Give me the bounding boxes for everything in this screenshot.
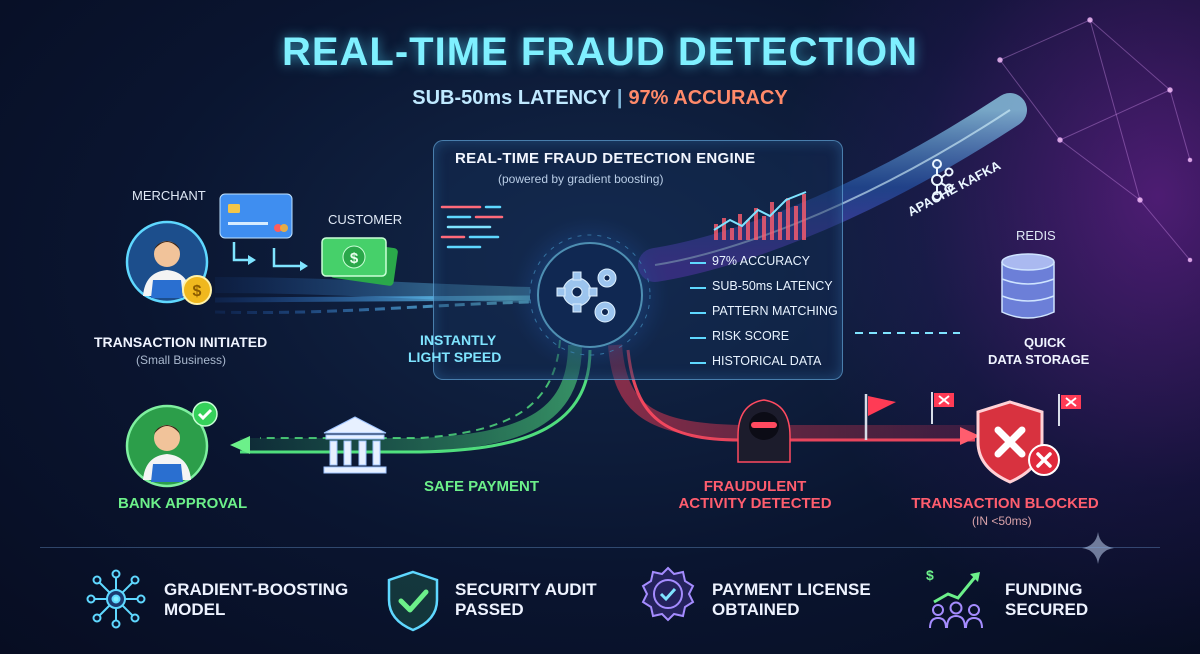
footer-item-line2: MODEL [164, 600, 226, 619]
analytics-chart-icon [713, 191, 807, 240]
metric-pattern-matching: PATTERN MATCHING [690, 304, 838, 318]
svg-text:$: $ [193, 283, 202, 300]
redis-label: REDIS [1016, 228, 1056, 243]
approved-customer-avatar-icon [125, 401, 218, 488]
instantly-label: INSTANTLY [420, 332, 497, 348]
footer-item-funding: FUNDING SECURED [1005, 580, 1088, 620]
database-icon [1001, 253, 1055, 319]
red-flag-icon [864, 394, 896, 440]
footer-item-line1: SECURITY AUDIT [455, 580, 597, 599]
fraud-line-1: FRAUDULENT [703, 478, 807, 495]
footer-divider [40, 547, 1160, 548]
red-flag-icon-left [931, 392, 954, 424]
blocked-shield-icon [976, 400, 1060, 484]
footer-item-payment-license: PAYMENT LICENSE OBTAINED [712, 580, 871, 620]
fraud-detected-label: FRAUDULENT ACTIVITY DETECTED [660, 478, 850, 512]
svg-text:$: $ [926, 567, 934, 583]
funding-growth-icon: $ [926, 567, 983, 629]
footer-item-line2: OBTAINED [712, 600, 800, 619]
subtitle-latency: SUB-50ms LATENCY [412, 87, 611, 109]
metric-historical-data: HISTORICAL DATA [689, 354, 822, 368]
page-subtitle: SUB-50ms LATENCY|97% ACCURACY [0, 87, 1200, 110]
footer-item-line1: GRADIENT-BOOSTING [164, 580, 349, 599]
metric-risk-score: RISK SCORE [689, 329, 790, 343]
award-badge-icon [641, 566, 695, 622]
merchant-label: MERCHANT [132, 188, 206, 203]
bank-approval-label: BANK APPROVAL [118, 495, 248, 512]
footer-item-security-audit: SECURITY AUDIT PASSED [455, 580, 597, 620]
subtitle-accuracy: 97% ACCURACY [628, 87, 788, 109]
transaction-initiated-label: TRANSACTION INITIATED [94, 334, 268, 350]
shield-check-icon [387, 570, 439, 632]
footer-item-line1: FUNDING [1005, 580, 1083, 599]
data-storage-label: DATA STORAGE [988, 352, 1090, 367]
arrow-icon [232, 242, 308, 271]
red-flag-icon-right [1058, 394, 1081, 426]
gears-icon [556, 268, 617, 323]
sparkle-icon [1082, 532, 1114, 564]
customer-label: CUSTOMER [328, 212, 403, 227]
hacker-icon [737, 399, 791, 463]
safe-payment-label: SAFE PAYMENT [424, 478, 540, 495]
metric-latency: SUB-50ms LATENCY [690, 279, 833, 293]
quick-label: QUICK [1024, 335, 1066, 350]
light-speed-label: LIGHT SPEED [408, 349, 502, 365]
metric-accuracy: 97% ACCURACY [690, 254, 810, 268]
cash-icon: $ [321, 237, 398, 286]
kafka-icon [931, 159, 954, 201]
footer-item-line2: PASSED [455, 600, 524, 619]
small-business-label: (Small Business) [136, 353, 227, 367]
bank-building-icon [323, 416, 387, 474]
transaction-blocked-label: TRANSACTION BLOCKED [911, 495, 1099, 512]
footer-item-line1: PAYMENT LICENSE [712, 580, 871, 599]
svg-text:$: $ [350, 250, 359, 267]
blocked-time-label: (IN <50ms) [972, 514, 1032, 528]
subtitle-separator: | [616, 87, 623, 109]
credit-card-icon [219, 193, 293, 239]
fraud-engine-panel [433, 140, 843, 380]
footer-item-line2: SECURED [1005, 600, 1089, 619]
network-node-icon [86, 569, 146, 629]
fraud-line-2: ACTIVITY DETECTED [678, 495, 832, 512]
merchant-avatar-icon: $ [125, 220, 212, 305]
engine-title: REAL-TIME FRAUD DETECTION ENGINE [455, 150, 756, 167]
code-lines-icon [440, 205, 504, 249]
page-title: REAL-TIME FRAUD DETECTION [281, 30, 919, 74]
footer-item-gradient-boosting: GRADIENT-BOOSTING MODEL [164, 580, 348, 620]
engine-subtitle: (powered by gradient boosting) [498, 172, 664, 186]
